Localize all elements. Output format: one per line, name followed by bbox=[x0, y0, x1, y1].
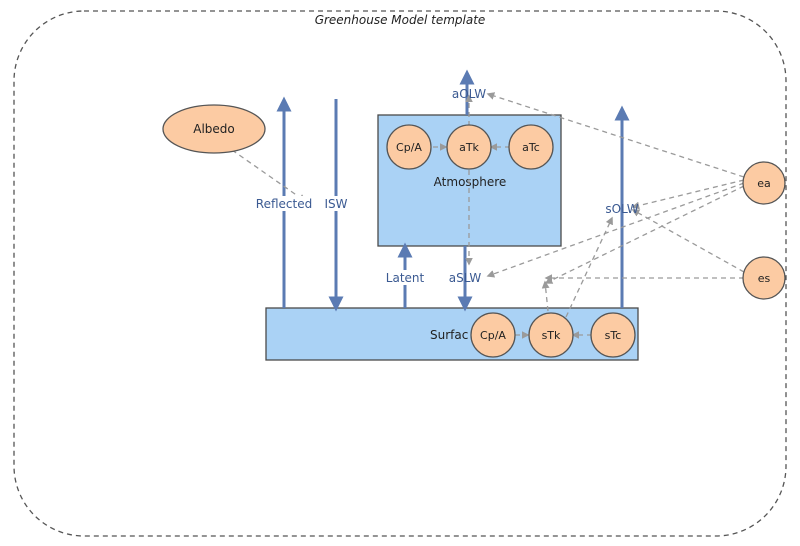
isw-label: ISW bbox=[324, 197, 347, 211]
stc-label: sTc bbox=[605, 329, 622, 342]
albedo-node[interactable]: Albedo bbox=[162, 104, 266, 154]
ea-node[interactable]: ea bbox=[742, 161, 786, 205]
surface-cpa-node[interactable]: Cp/A bbox=[470, 312, 516, 358]
atc-label: aTc bbox=[522, 141, 540, 154]
surface-cpa-label: Cp/A bbox=[480, 329, 506, 342]
albedo-label: Albedo bbox=[193, 122, 235, 136]
surface-label: Surfac bbox=[430, 328, 468, 342]
links bbox=[231, 92, 745, 339]
link-stk-solw bbox=[565, 216, 613, 318]
link-es-solw bbox=[631, 209, 745, 273]
es-label: es bbox=[758, 272, 771, 285]
link-ea-aslw bbox=[486, 182, 745, 278]
solw-label: sOLW bbox=[605, 202, 638, 216]
reflected-label: Reflected bbox=[256, 197, 312, 211]
es-node[interactable]: es bbox=[742, 256, 786, 300]
aolw-label: aOLW bbox=[452, 87, 486, 101]
atmosphere-cpa-label: Cp/A bbox=[396, 141, 422, 154]
link-albedo-reflected bbox=[231, 149, 307, 202]
stc-node[interactable]: sTc bbox=[590, 312, 636, 358]
latent-label: Latent bbox=[386, 271, 425, 285]
atk-node[interactable]: aTk bbox=[446, 124, 492, 170]
model-frame bbox=[13, 10, 787, 537]
link-ea-latent bbox=[544, 185, 745, 284]
diagram-title: Greenhouse Model template bbox=[315, 13, 486, 27]
stk-label: sTk bbox=[542, 329, 561, 342]
atmosphere-label: Atmosphere bbox=[434, 175, 507, 189]
ea-label: ea bbox=[757, 177, 771, 190]
atk-label: aTk bbox=[459, 141, 479, 154]
aslw-label: aSLW bbox=[449, 271, 482, 285]
atmosphere-cpa-node[interactable]: Cp/A bbox=[386, 124, 432, 170]
link-ea-solw bbox=[631, 179, 745, 210]
stk-node[interactable]: sTk bbox=[528, 312, 574, 358]
atc-node[interactable]: aTc bbox=[508, 124, 554, 170]
link-stk-latent bbox=[541, 280, 550, 312]
